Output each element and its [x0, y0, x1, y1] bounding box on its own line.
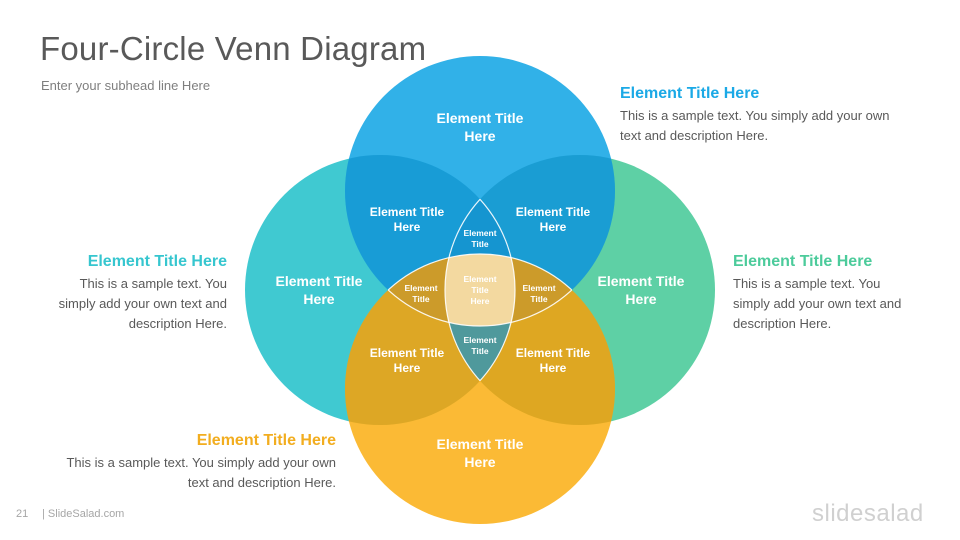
slide-subhead: Enter your subhead line Here	[41, 78, 211, 93]
right-text-line3: description Here.	[733, 316, 832, 331]
bottom-left-text: This is a sample text. You simply add yo…	[20, 453, 336, 493]
top-right-text-line1: This is a sample text. You simply add yo…	[620, 108, 890, 123]
top-right-title: Element Title Here	[620, 85, 760, 102]
footer-site: | SlideSalad.com	[42, 508, 125, 520]
left-title: Element Title Here	[87, 253, 227, 270]
right-text: This is a sample text. You simply add yo…	[733, 274, 901, 334]
right-text-line1: This is a sample text. You	[733, 276, 881, 291]
left-text-line2: simply add your own text and	[58, 296, 227, 311]
slide-title: Four-Circle Venn Diagram	[40, 30, 427, 67]
top-right-text-line2: text and description Here.	[620, 128, 769, 143]
bottom-left-text-line2: text and description Here.	[187, 475, 336, 490]
bottom-left-title: Element Title Here	[196, 432, 336, 449]
page-number: 21	[16, 508, 29, 520]
left-text-line1: This is a sample text. You	[79, 276, 227, 291]
right-title: Element Title Here	[733, 253, 873, 270]
left-text-line3: description Here.	[128, 316, 227, 331]
right-text-line2: simply add your own text and	[733, 296, 902, 311]
left-text: This is a sample text. You simply add yo…	[30, 274, 227, 334]
brand-logo: slidesalad	[812, 500, 924, 527]
venn-circle-top	[345, 56, 615, 326]
top-right-text: This is a sample text. You simply add yo…	[620, 106, 890, 146]
bottom-left-text-line1: This is a sample text. You simply add yo…	[66, 455, 336, 470]
